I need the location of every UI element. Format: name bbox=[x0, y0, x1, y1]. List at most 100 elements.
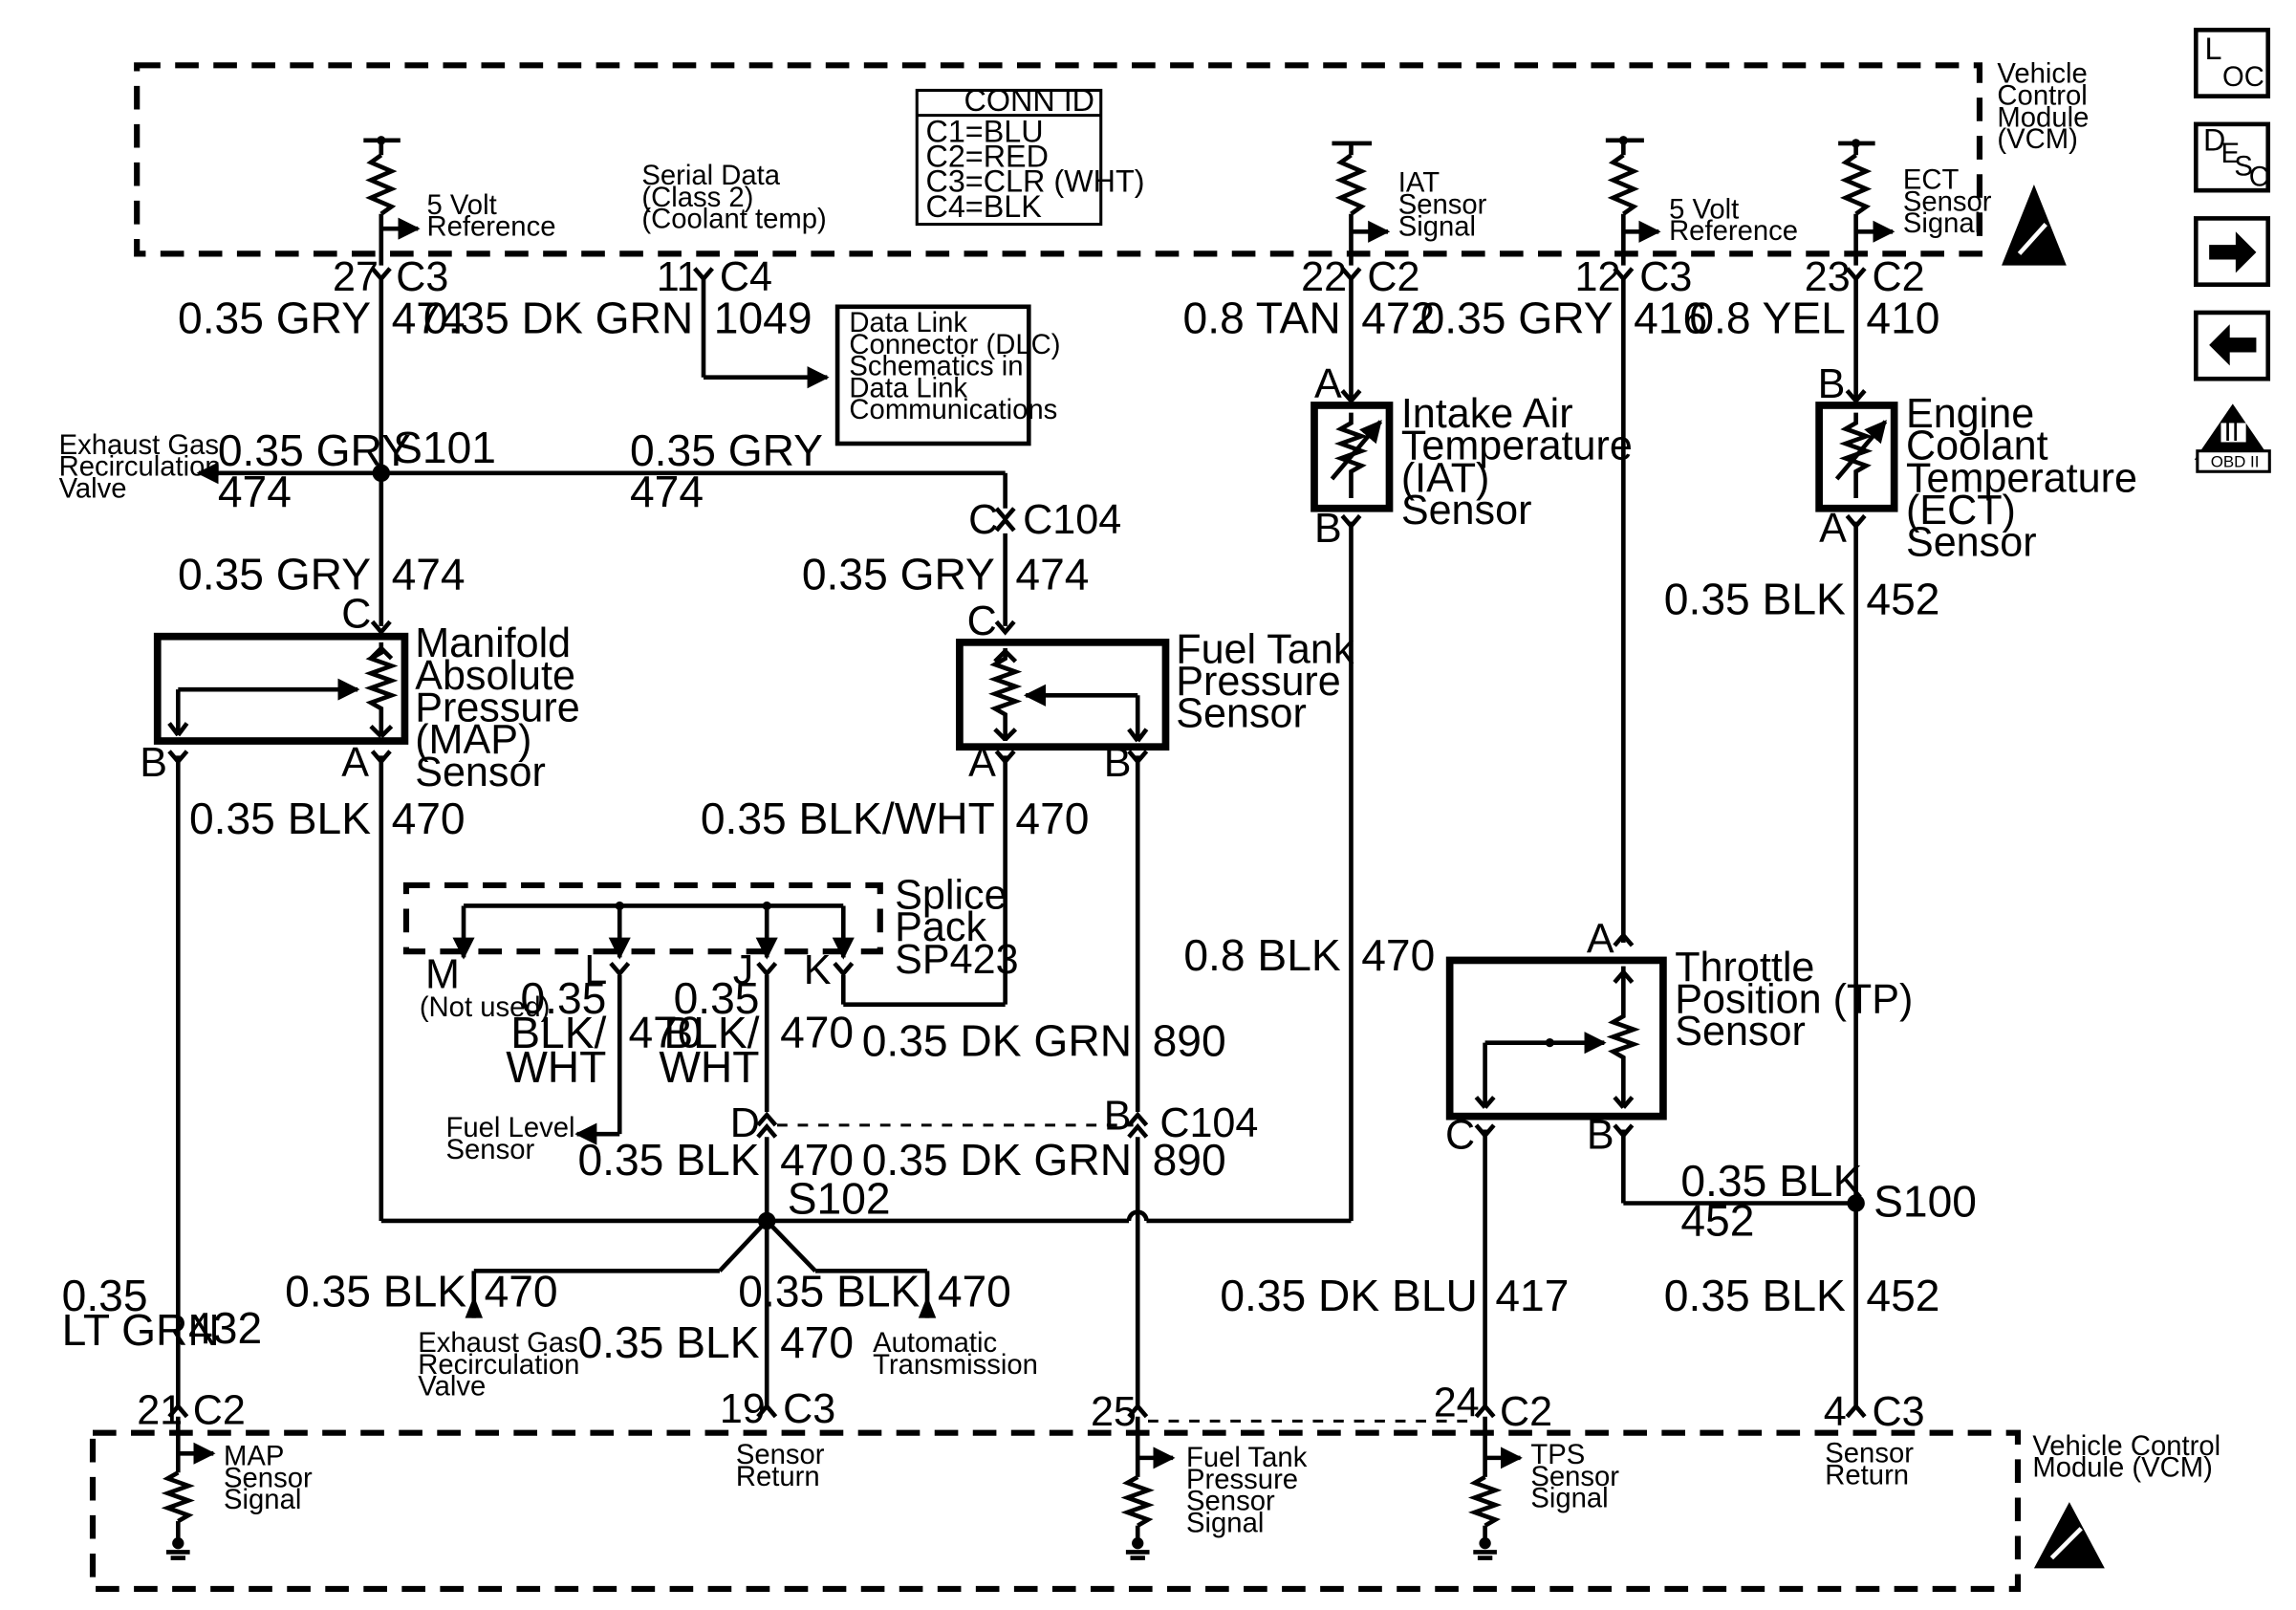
trans-ground-arrow bbox=[918, 1295, 937, 1318]
map-pin-c: C bbox=[341, 591, 371, 637]
dlc-reference-box bbox=[834, 304, 1031, 446]
egr-bot-ckt: 470 bbox=[485, 1266, 558, 1316]
desc-s: S bbox=[2234, 152, 2253, 183]
tp-pin-c: C bbox=[1445, 1113, 1475, 1159]
c104-bottom-label: C104 bbox=[1159, 1100, 1258, 1146]
s101-right-ckt: 474 bbox=[630, 467, 704, 516]
ft-pin-a: A bbox=[968, 740, 996, 786]
pin-4: 4 bbox=[1824, 1389, 1847, 1435]
pin-12-conn: C3 bbox=[1639, 254, 1692, 300]
next-page-arrow-icon[interactable] bbox=[2193, 216, 2271, 288]
conn-id-c3: C3=CLR (WHT) bbox=[925, 164, 1144, 199]
pin-11-conn: C4 bbox=[720, 254, 772, 300]
pin-4-conn: C3 bbox=[1873, 1389, 1925, 1435]
pin-11: 11 bbox=[657, 254, 700, 300]
wire-22-ckt: 472 bbox=[1361, 294, 1435, 343]
pin-21-conn: C2 bbox=[193, 1387, 246, 1433]
ect-pin-b: B bbox=[1818, 361, 1846, 407]
ft-b-ckt: 890 bbox=[1153, 1016, 1226, 1066]
sp-pin-j: J bbox=[733, 947, 754, 993]
trans-color: 0.35 BLK bbox=[738, 1266, 920, 1316]
map-sig-ckt: 432 bbox=[188, 1303, 262, 1353]
vcm-top-boundary bbox=[134, 62, 1983, 257]
wire-11-ckt: 1049 bbox=[714, 294, 812, 343]
pin-23: 23 bbox=[1805, 254, 1851, 300]
ft-c-color: 0.35 GRY bbox=[802, 549, 995, 598]
wire-23-color: 0.8 YEL bbox=[1689, 294, 1846, 343]
desc-button[interactable]: D E S C bbox=[2193, 121, 2271, 193]
conn-id-c4: C4=BLK bbox=[925, 189, 1042, 224]
c104-pin-d: D bbox=[730, 1100, 760, 1146]
ret4-color: 0.35 BLK bbox=[1664, 1271, 1846, 1320]
wire-12-ckt: 416 bbox=[1634, 294, 1707, 343]
vcm-pulldown-fuel-tank bbox=[1120, 1416, 1176, 1560]
tp-pin-c-term bbox=[1474, 1123, 1496, 1140]
pin-19: 19 bbox=[720, 1386, 766, 1432]
tp-pin-a: A bbox=[1587, 917, 1614, 963]
ft-pin-c: C bbox=[967, 598, 997, 644]
loc-sub: OC bbox=[2222, 62, 2264, 93]
fuel-tank-sensor-box bbox=[956, 639, 1170, 751]
conn-id-legend: CONN ID C1=BLU C2=RED C3=CLR (WHT) C4=BL… bbox=[915, 83, 1144, 227]
serial-data-label: Serial Data(Class 2)(Coolant temp) bbox=[641, 161, 826, 235]
pin-21-term bbox=[167, 1403, 189, 1419]
vcm-pullup-12 bbox=[1605, 136, 1661, 266]
map-pin-c-term bbox=[370, 620, 392, 636]
c104b-color: 0.35 DK GRN bbox=[862, 1135, 1132, 1185]
splice-s101: S101 bbox=[393, 423, 496, 472]
splice-s100-dot bbox=[1847, 1194, 1865, 1212]
d-ckt: 470 bbox=[780, 1135, 854, 1185]
splice-pack-internal-bus bbox=[452, 901, 855, 977]
iat-pin-a-term bbox=[1340, 389, 1362, 404]
tp-b-color: 0.35 BLK bbox=[1680, 1156, 1862, 1206]
desc-c: C bbox=[2249, 163, 2269, 193]
c104-top-symbol bbox=[994, 507, 1016, 533]
pin-19-term bbox=[756, 1403, 778, 1419]
map-a-color: 0.35 BLK bbox=[189, 794, 371, 843]
loc-button[interactable]: L OC bbox=[2193, 28, 2271, 98]
map-pin-a: A bbox=[341, 740, 369, 786]
vcm-pulldown-map bbox=[161, 1416, 216, 1560]
obd-label: OBD II bbox=[2211, 453, 2260, 471]
splice-s102-dot bbox=[757, 1211, 776, 1230]
iat-pin-b: B bbox=[1314, 506, 1342, 552]
prev-page-arrow-icon[interactable] bbox=[2193, 310, 2271, 381]
conn-id-title: CONN ID bbox=[964, 83, 1094, 118]
tp-c-ckt: 417 bbox=[1495, 1271, 1569, 1320]
vcm-bottom-boundary bbox=[89, 1429, 2022, 1592]
map-pin-a-term bbox=[370, 750, 392, 766]
sp-j-ckt: 470 bbox=[780, 1007, 854, 1056]
ect-sensor-box bbox=[1815, 402, 1898, 512]
tp-sensor-box bbox=[1445, 956, 1667, 1120]
d-color: 0.35 BLK bbox=[577, 1135, 759, 1185]
ect-pin-a: A bbox=[1819, 506, 1847, 552]
sp-pin-m: M bbox=[425, 952, 460, 998]
c104-top-label: C104 bbox=[1023, 497, 1121, 543]
sp-pin-k: K bbox=[804, 947, 832, 993]
pin-23-conn: C2 bbox=[1873, 254, 1925, 300]
wire-12-color: 0.35 GRY bbox=[1420, 294, 1614, 343]
vcm-pullup-22 bbox=[1332, 141, 1391, 266]
ect-a-ckt: 452 bbox=[1866, 575, 1939, 624]
pin-12: 12 bbox=[1575, 254, 1621, 300]
c104-pin-c: C bbox=[968, 497, 998, 543]
ret19-ckt: 470 bbox=[780, 1317, 854, 1367]
vcm-pullup-27 bbox=[363, 136, 421, 266]
ect-pin-a-term bbox=[1845, 513, 1867, 530]
